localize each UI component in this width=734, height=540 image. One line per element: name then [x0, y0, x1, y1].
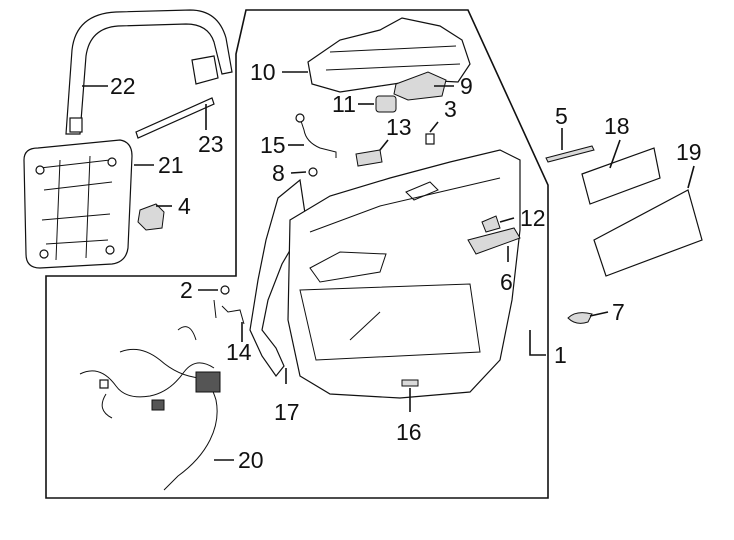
callout-8: 8 — [272, 160, 285, 186]
callout-12: 12 — [520, 205, 546, 231]
callout-7: 7 — [612, 299, 625, 325]
part-bracket — [137, 203, 165, 231]
callout-19: 19 — [676, 139, 702, 165]
part-window-regulator — [23, 139, 133, 269]
part-cap — [567, 312, 593, 324]
part-switch — [375, 95, 397, 113]
part-mirror-panel — [581, 147, 661, 205]
callout-2: 2 — [180, 277, 193, 303]
part-screw — [220, 285, 230, 295]
part-bezel — [481, 215, 501, 233]
callout-10: 10 — [250, 59, 276, 85]
part-small-switch — [355, 149, 383, 167]
callout-21: 21 — [158, 152, 184, 178]
part-connector-plug — [295, 113, 305, 123]
part-mirror-panel-lower — [593, 189, 703, 277]
callout-18: 18 — [604, 113, 630, 139]
callout-17: 17 — [274, 399, 300, 425]
part-weatherstrip — [135, 97, 215, 139]
part-reflector — [401, 379, 419, 387]
callout-3: 3 — [444, 96, 457, 122]
part-clip — [425, 133, 435, 145]
callout-16: 16 — [396, 419, 422, 445]
callout-22: 22 — [110, 73, 136, 99]
callout-23: 23 — [198, 131, 224, 157]
leader-lines — [82, 71, 695, 461]
part-clip-harness — [213, 299, 245, 325]
callout-20: 20 — [238, 447, 264, 473]
part-harness-connector — [299, 117, 337, 158]
callout-15: 15 — [260, 132, 286, 158]
part-trim-strip — [545, 145, 595, 163]
callout-13: 13 — [386, 114, 412, 140]
callout-6: 6 — [500, 269, 513, 295]
part-armrest-switch — [467, 227, 521, 255]
part-switch-assembly — [393, 71, 447, 101]
callout-4: 4 — [178, 193, 191, 219]
assembly-boundary — [45, 9, 549, 499]
part-door-trim-panel — [287, 149, 521, 399]
part-wiring-harness — [79, 326, 221, 491]
part-push-pin — [308, 167, 318, 177]
callout-9: 9 — [460, 73, 473, 99]
part-window-frame — [65, 9, 233, 135]
callout-14: 14 — [226, 339, 252, 365]
callout-11: 11 — [332, 91, 356, 117]
callout-5: 5 — [555, 103, 568, 129]
callout-1: 1 — [554, 342, 567, 368]
